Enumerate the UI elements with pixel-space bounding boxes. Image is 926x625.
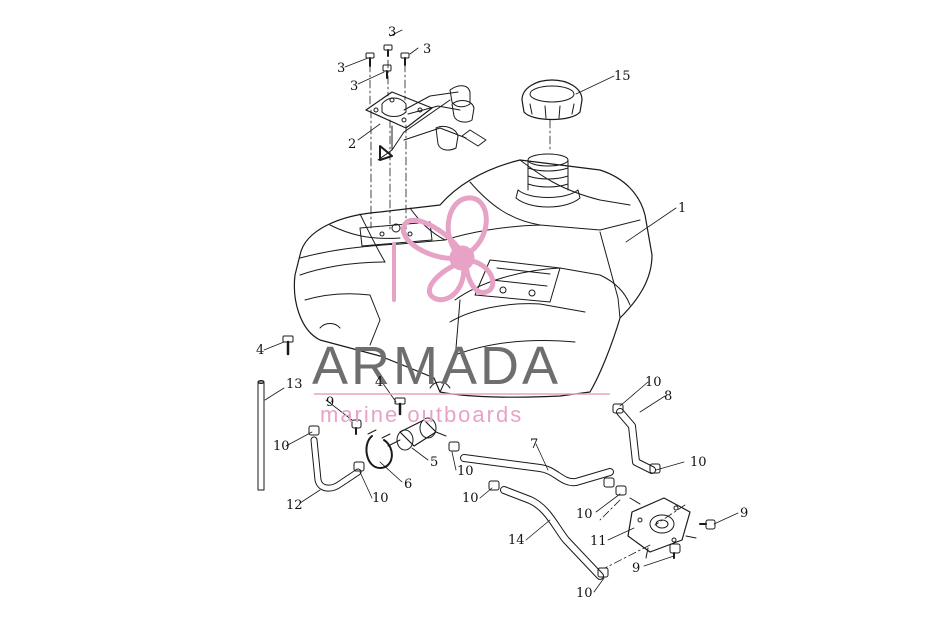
callout-4: 4	[256, 343, 264, 358]
hose-clamp	[615, 485, 627, 496]
callout-10: 10	[273, 439, 290, 454]
callout-10: 10	[576, 586, 593, 601]
fuel-gauge-sender	[365, 85, 487, 161]
callout-1: 1	[678, 201, 686, 216]
hose-clamp	[448, 441, 460, 452]
hose-clamp	[603, 477, 615, 488]
screw	[382, 64, 392, 79]
filler-neck	[515, 153, 581, 208]
screw	[383, 44, 393, 57]
callout-14: 14	[508, 533, 525, 548]
watermark: ARMADA marine outboards	[312, 195, 610, 427]
callout-15: 15	[614, 69, 631, 84]
screw	[400, 52, 410, 66]
hose-clip	[365, 429, 393, 469]
brand-logo-icon	[392, 195, 496, 303]
callout-10: 10	[645, 375, 662, 390]
fuel-cap	[521, 79, 583, 121]
callout-4: 4	[375, 375, 383, 390]
callout-10: 10	[576, 507, 593, 522]
callout-labels: 1 2 3 3 3 3 4 4 5 6 7 8 9 9 9 10 10 10 1…	[256, 25, 748, 601]
hose-7	[460, 454, 614, 487]
screws-3	[365, 44, 410, 79]
callout-12: 12	[286, 498, 303, 513]
bolt	[351, 419, 362, 435]
callout-13: 13	[286, 377, 303, 392]
callout-3: 3	[350, 79, 358, 94]
callout-2: 2	[348, 137, 356, 152]
callout-3: 3	[423, 42, 431, 57]
tube-13	[257, 380, 265, 491]
hose-clamp	[612, 403, 624, 414]
callout-10: 10	[372, 491, 389, 506]
bolt	[699, 519, 716, 530]
leader-lines	[263, 29, 739, 593]
bolts-4	[282, 335, 406, 416]
callout-9: 9	[326, 395, 334, 410]
hose-clamp	[353, 461, 365, 472]
hose-clamp	[597, 567, 609, 578]
hose-14	[500, 486, 604, 580]
screw	[365, 52, 375, 67]
assembly-guide-lines	[369, 59, 686, 569]
watermark-brand: ARMADA	[312, 336, 561, 396]
callout-11: 11	[590, 534, 607, 549]
fuel-pump	[627, 497, 697, 559]
callout-6: 6	[404, 477, 412, 492]
callout-9: 9	[632, 561, 640, 576]
hose-clamps-10	[308, 403, 661, 578]
fuel-filter	[387, 417, 447, 451]
callout-8: 8	[664, 389, 672, 404]
hose-12	[310, 436, 362, 492]
hose-8	[616, 408, 656, 474]
callout-3: 3	[388, 25, 396, 40]
bolt	[669, 543, 681, 559]
bolt	[282, 335, 294, 356]
callout-10: 10	[690, 455, 707, 470]
watermark-tagline: marine outboards	[320, 402, 523, 427]
callout-10: 10	[457, 464, 474, 479]
callout-7: 7	[530, 437, 538, 452]
fuel-tank	[293, 159, 653, 398]
hose-clamp	[488, 480, 500, 491]
bolts-9	[351, 419, 716, 559]
callout-10: 10	[462, 491, 479, 506]
callout-9: 9	[740, 506, 748, 521]
callout-3: 3	[337, 61, 345, 76]
hose-clamp	[308, 425, 320, 436]
callout-5: 5	[430, 455, 438, 470]
